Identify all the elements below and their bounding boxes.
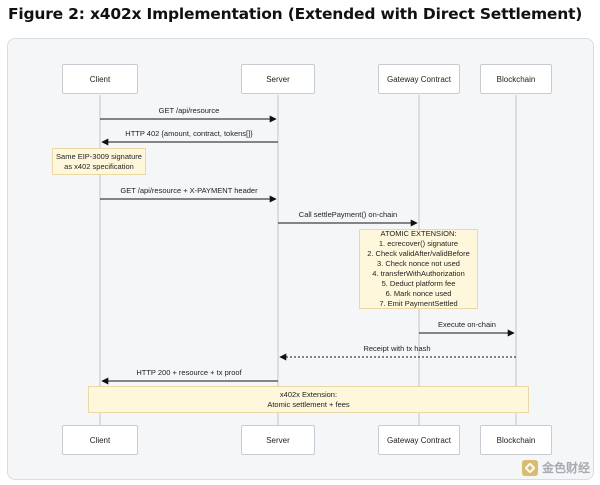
participant-label: Gateway Contract xyxy=(386,74,452,84)
participant-label: Client xyxy=(89,435,111,445)
participant-label: Blockchain xyxy=(496,435,536,445)
message-label: Call settlePayment() on-chain xyxy=(298,210,398,219)
message-label: GET /api/resource xyxy=(158,106,220,115)
participant-server-top: Server xyxy=(241,64,315,94)
participant-client-bottom: Client xyxy=(62,425,138,455)
participant-gateway-contract-bottom: Gateway Contract xyxy=(378,425,460,455)
figure-title: Figure 2: x402x Implementation (Extended… xyxy=(8,5,583,23)
participant-blockchain-bottom: Blockchain xyxy=(480,425,552,455)
sequence-diagram-canvas xyxy=(99,95,517,425)
message-label: HTTP 402 {amount, contract, tokens[]} xyxy=(125,129,253,138)
watermark-logo-icon xyxy=(521,459,538,476)
note-x402x-extension-text: x402x Extension: Atomic settlement + fee… xyxy=(267,389,350,409)
participant-client-top: Client xyxy=(62,64,138,94)
note-atomic-extension-text: ATOMIC EXTENSION: 1. ecrecover() signatu… xyxy=(367,229,470,308)
note-eip-3009-text: Same EIP-3009 signature as x402 specific… xyxy=(56,151,142,171)
participant-label: Server xyxy=(266,435,290,445)
participant-gateway-contract-top: Gateway Contract xyxy=(378,64,460,94)
participant-label: Server xyxy=(266,74,290,84)
participant-server-bottom: Server xyxy=(241,425,315,455)
note-atomic-extension: ATOMIC EXTENSION: 1. ecrecover() signatu… xyxy=(359,229,478,309)
note-x402x-extension: x402x Extension: Atomic settlement + fee… xyxy=(88,386,529,413)
message-label: HTTP 200 + resource + tx proof xyxy=(136,368,242,377)
participant-blockchain-top: Blockchain xyxy=(480,64,552,94)
message-label: GET /api/resource + X-PAYMENT header xyxy=(120,186,258,195)
participant-label: Blockchain xyxy=(496,74,536,84)
diagram-panel: Client Server Gateway Contract Blockchai… xyxy=(7,38,594,480)
watermark: 金色财经 xyxy=(521,459,590,476)
watermark-text: 金色财经 xyxy=(541,461,590,475)
participant-label: Client xyxy=(89,74,111,84)
message-label: Receipt with tx hash xyxy=(363,344,431,353)
message-label: Execute on-chain xyxy=(438,320,496,329)
participant-label: Gateway Contract xyxy=(386,435,452,445)
note-eip-3009: Same EIP-3009 signature as x402 specific… xyxy=(52,148,146,175)
